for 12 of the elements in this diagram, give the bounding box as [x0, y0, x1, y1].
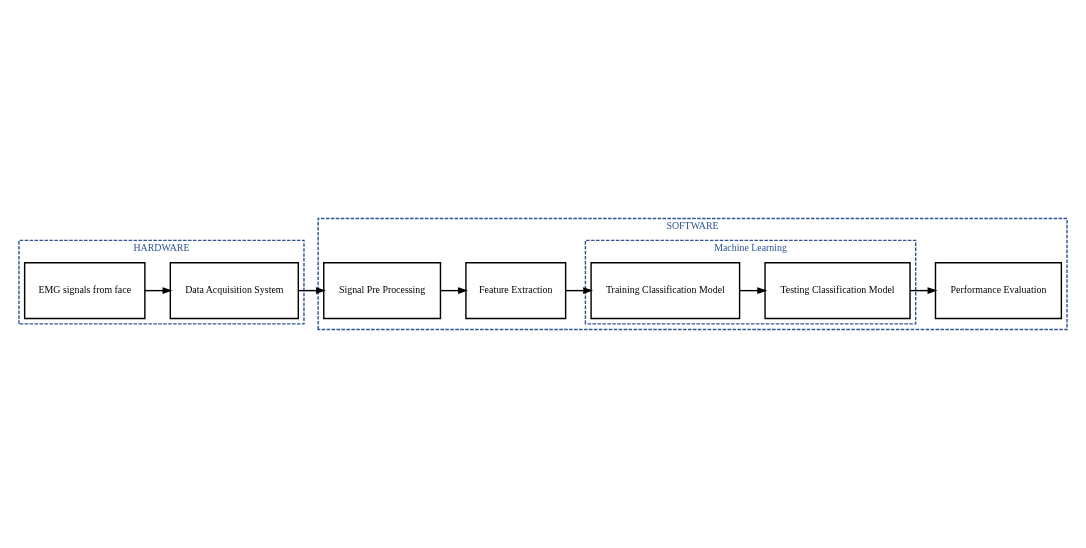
node-box: Performance Evaluation [934, 262, 1063, 320]
node-box: Testing Classification Model [764, 262, 911, 320]
node-box: EMG signals from face [23, 262, 146, 320]
arrow [739, 287, 768, 295]
node-box: Training Classification Model [590, 262, 741, 320]
arrow [144, 287, 173, 295]
node-box: Data Acquisition System [169, 262, 299, 320]
node-box: Signal Pre Processing [323, 262, 442, 320]
node-box: Feature Extraction [465, 262, 567, 320]
arrow [909, 287, 938, 295]
arrow [297, 287, 326, 295]
arrow [439, 287, 468, 295]
